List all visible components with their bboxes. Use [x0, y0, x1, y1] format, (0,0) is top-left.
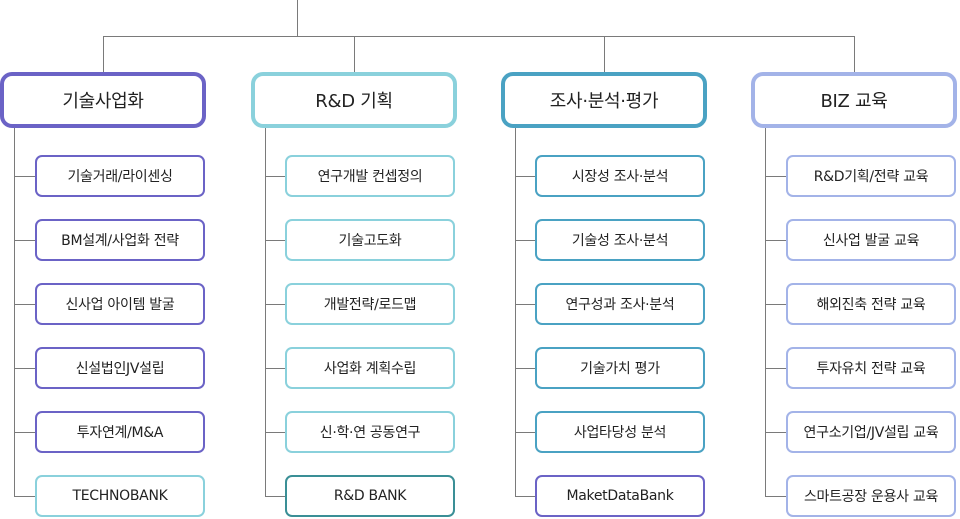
vertical-connector-3 — [515, 128, 516, 496]
branch-connector — [14, 240, 35, 241]
branch-connector — [14, 496, 35, 497]
drop-connector-4 — [854, 36, 855, 72]
service-item: 시장성 조사·분석 — [535, 155, 705, 197]
branch-connector — [14, 432, 35, 433]
branch-connector — [765, 176, 786, 177]
service-item: 연구성과 조사·분석 — [535, 283, 705, 325]
trunk-connector — [297, 0, 298, 36]
branch-connector — [14, 176, 35, 177]
service-item: TECHNOBANK — [35, 475, 205, 517]
service-item: 투자연계/M&A — [35, 411, 205, 453]
service-item: 개발전략/로드맵 — [285, 283, 455, 325]
service-item: 기술성 조사·분석 — [535, 219, 705, 261]
branch-connector — [265, 496, 285, 497]
service-item: 연구소기업/JV설립 교육 — [786, 411, 956, 453]
drop-connector-1 — [103, 36, 104, 72]
branch-connector — [765, 240, 786, 241]
drop-connector-2 — [354, 36, 355, 72]
service-item: 연구개발 컨셉정의 — [285, 155, 455, 197]
bus-connector — [103, 36, 855, 37]
category-header-2: R&D 기획 — [251, 72, 457, 128]
branch-connector — [265, 432, 285, 433]
branch-connector — [515, 240, 535, 241]
service-item: 신사업 아이템 발굴 — [35, 283, 205, 325]
branch-connector — [515, 176, 535, 177]
branch-connector — [765, 304, 786, 305]
drop-connector-3 — [604, 36, 605, 72]
branch-connector — [765, 496, 786, 497]
service-item: 투자유치 전략 교육 — [786, 347, 956, 389]
service-item: R&D BANK — [285, 475, 455, 517]
branch-connector — [515, 368, 535, 369]
branch-connector — [515, 496, 535, 497]
branch-connector — [14, 368, 35, 369]
branch-connector — [265, 176, 285, 177]
branch-connector — [265, 304, 285, 305]
service-item: 사업타당성 분석 — [535, 411, 705, 453]
category-header-4: BIZ 교육 — [751, 72, 957, 128]
service-item: 신·학·연 공동연구 — [285, 411, 455, 453]
branch-connector — [265, 240, 285, 241]
service-item: 기술가치 평가 — [535, 347, 705, 389]
service-item: 스마트공장 운용사 교육 — [786, 475, 956, 517]
vertical-connector-1 — [14, 128, 15, 496]
vertical-connector-2 — [265, 128, 266, 496]
branch-connector — [515, 304, 535, 305]
service-item: 신설법인JV설립 — [35, 347, 205, 389]
service-item: BM설계/사업화 전략 — [35, 219, 205, 261]
service-item: 기술거래/라이센싱 — [35, 155, 205, 197]
category-header-3: 조사·분석·평가 — [501, 72, 707, 128]
branch-connector — [765, 432, 786, 433]
service-item: 신사업 발굴 교육 — [786, 219, 956, 261]
branch-connector — [14, 304, 35, 305]
service-item: 사업화 계획수립 — [285, 347, 455, 389]
service-item: 기술고도화 — [285, 219, 455, 261]
service-item: MaketDataBank — [535, 475, 705, 517]
category-header-1: 기술사업화 — [0, 72, 206, 128]
branch-connector — [265, 368, 285, 369]
branch-connector — [765, 368, 786, 369]
branch-connector — [515, 432, 535, 433]
service-item: 해외진축 전략 교육 — [786, 283, 956, 325]
service-item: R&D기획/전략 교육 — [786, 155, 956, 197]
vertical-connector-4 — [765, 128, 766, 496]
